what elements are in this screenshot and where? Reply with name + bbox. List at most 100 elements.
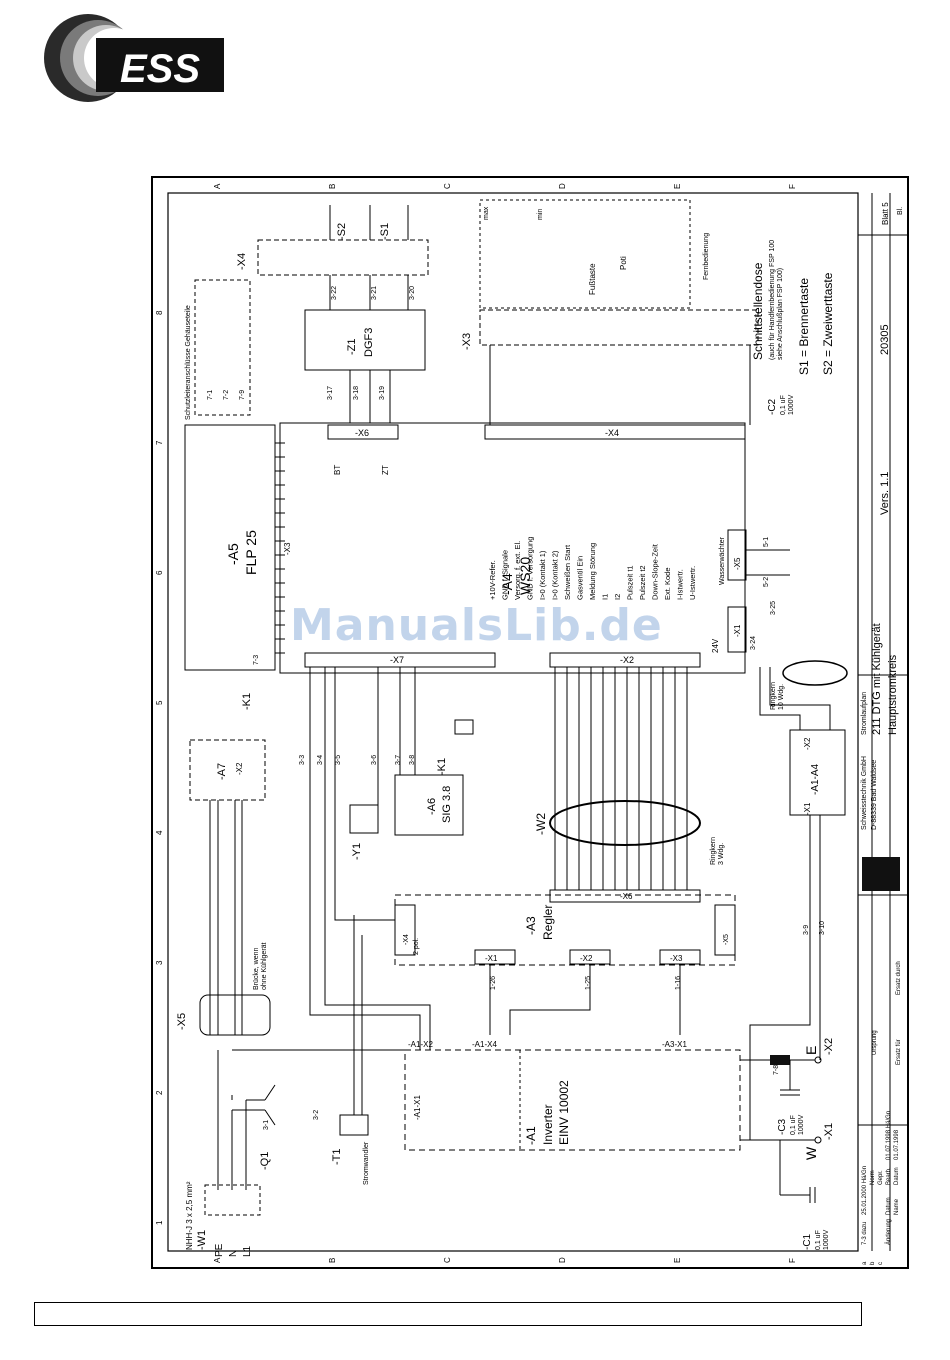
a1-type: EINV 10002 [557,1080,571,1145]
a3-x6: -X6 [620,892,633,901]
a4-x2: -X2 [620,655,634,665]
c1-label: -C1 [802,1233,813,1250]
wire-3-19: 3-19 [379,386,386,400]
c2-voltage: 1000V [788,394,795,415]
a4-signal-7: Schweißen Start [563,544,572,600]
a7-x2: -X2 [235,762,244,775]
wire-7-8: 7-8 [773,1065,780,1075]
a4-signal-8: Gasventil Ein [576,556,585,600]
grid-row-3: 3 [155,960,164,965]
a4-signal-12: Pulszeit t1 [626,565,635,600]
datum-label: Datum [894,1167,900,1185]
revision-header: Änderung [885,1219,892,1245]
a1-label: -A1 [524,1126,538,1145]
watermark: ManualsLib.de [290,600,663,651]
schutzleiter-label: Schutzleiteranschlüsse Gehäuseteile [185,305,192,420]
module-a6: -A6 SIG 3.8 [394,774,464,836]
grid-col-bottom-E: E [673,1258,682,1263]
a3-x4: -X4 [403,934,410,945]
ersatz-fuer: Ersatz für [896,1039,902,1065]
wire-3-5: 3-5 [335,755,342,765]
a5-label: -A5 [225,543,241,565]
s2-definition: S2 = Zweiwerttaste [821,272,835,375]
c3-label: -C3 [777,1118,788,1135]
a3-x1: -X1 [485,954,498,963]
schnittstelle-note1: (auch für Handfernbedienung FSP 100 [769,240,776,360]
a4-x4: -X4 [605,428,619,438]
w1-label: -W1 [196,1230,208,1250]
s1-label: -S1 [379,223,391,240]
c1-voltage: 1000V [823,1229,830,1250]
wire-3-24: 3-24 [750,636,757,650]
y1-label: -Y1 [351,843,363,860]
a4-signal-11: I2 [613,594,622,600]
a1a4-x2: -X2 [803,737,812,750]
wire-3-4: 3-4 [317,755,324,765]
s1-definition: S1 = Brennertaste [797,278,811,375]
e-terminal: E [803,1046,819,1055]
a3-x5: -X5 [723,934,730,945]
main-switch-q1: -Q1 [231,1084,276,1170]
wire-3-18: 3-18 [353,386,360,400]
wire-7-1: 7-1 [207,390,214,400]
a3-x3: -X3 [670,954,683,963]
grid-row-5: 5 [155,700,164,705]
a4-signal-4: GND f. Versorgung [526,537,535,600]
c1-value: 0,1 uF [815,1230,822,1250]
grid-row-2: 2 [155,1090,164,1095]
a4-x5: -X5 [733,557,742,570]
a4-signal-9: Meldung Störung [588,543,597,600]
title-logo [862,857,900,891]
drawing-title-2: Hauptstromkreis [887,654,899,735]
footer-box [34,1302,862,1326]
poti-label: Poti [619,256,628,270]
revision-datum-col: Datum [886,1197,892,1215]
fusstaste-label: Fußtaste [588,263,597,295]
c3-value: 0,1 uF [790,1115,797,1135]
drawing-number: 20305 [879,324,891,355]
a1-x4-connector: -A1-X4 [472,1040,497,1049]
wire-labels: 3-1 3-2 3-3 3-4 3-5 3-6 3-7 3-8 3-9 3-10… [207,286,826,1130]
s2-label: -S2 [336,223,348,240]
w2-ring: Ringkern [710,837,717,865]
grid-col-top-E: E [673,184,682,189]
grid-row-6: 6 [155,570,164,575]
drawing-title-1: 211 DTG mit Kühlgerät [871,623,883,735]
module-z1: -Z1 DGF3 [304,309,426,371]
ersatz-durch: Ersatz durch [896,961,902,995]
a1-x2-connector: -A1-X2 [408,1040,433,1049]
a5-type: FLP 25 [243,530,259,575]
a4-signal-1: +10V-Refer. [488,560,497,600]
a4-signal-3: Versorg. f. ext. El. [513,541,522,600]
sheet-label: Bl. [897,207,904,215]
wire-3-2: 3-2 [313,1110,320,1120]
wire-3-7: 3-7 [395,755,402,765]
grid-col-top-A: A [213,183,222,189]
poti-min: min [537,209,544,220]
grid-row-4: 4 [155,830,164,835]
x1-output-label: -X1 [823,1123,835,1140]
revision-a: a [862,1261,868,1265]
a4-label: -A4 [499,573,515,595]
wire-3-21: 3-21 [371,286,378,300]
wiring [232,345,831,1140]
ess-logo: ESS [40,8,230,103]
a4-signal-2: GND f. Signale [501,550,510,600]
cable-bundle-w2 [554,667,688,890]
a6-label: -A6 [426,798,438,815]
k1-label: -K1 [241,693,253,710]
t1-description: Stromwandler [363,1141,370,1185]
wire-5-1: 5-1 [763,537,770,547]
bearb-value: 01.07.1998 Hä/Gn [886,1111,892,1160]
logo-text: ESS [120,47,200,91]
norm-label: Norm [870,1170,876,1185]
z1-label: -Z1 [346,339,358,356]
a3-x4-label: 2 pol. [413,938,420,955]
z1-type: DGF3 [363,328,375,357]
wire-3-17: 3-17 [327,386,334,400]
sheet-number: Blatt 5 [881,202,890,225]
company-address: D-88339 Bad Waldsee [871,760,878,830]
